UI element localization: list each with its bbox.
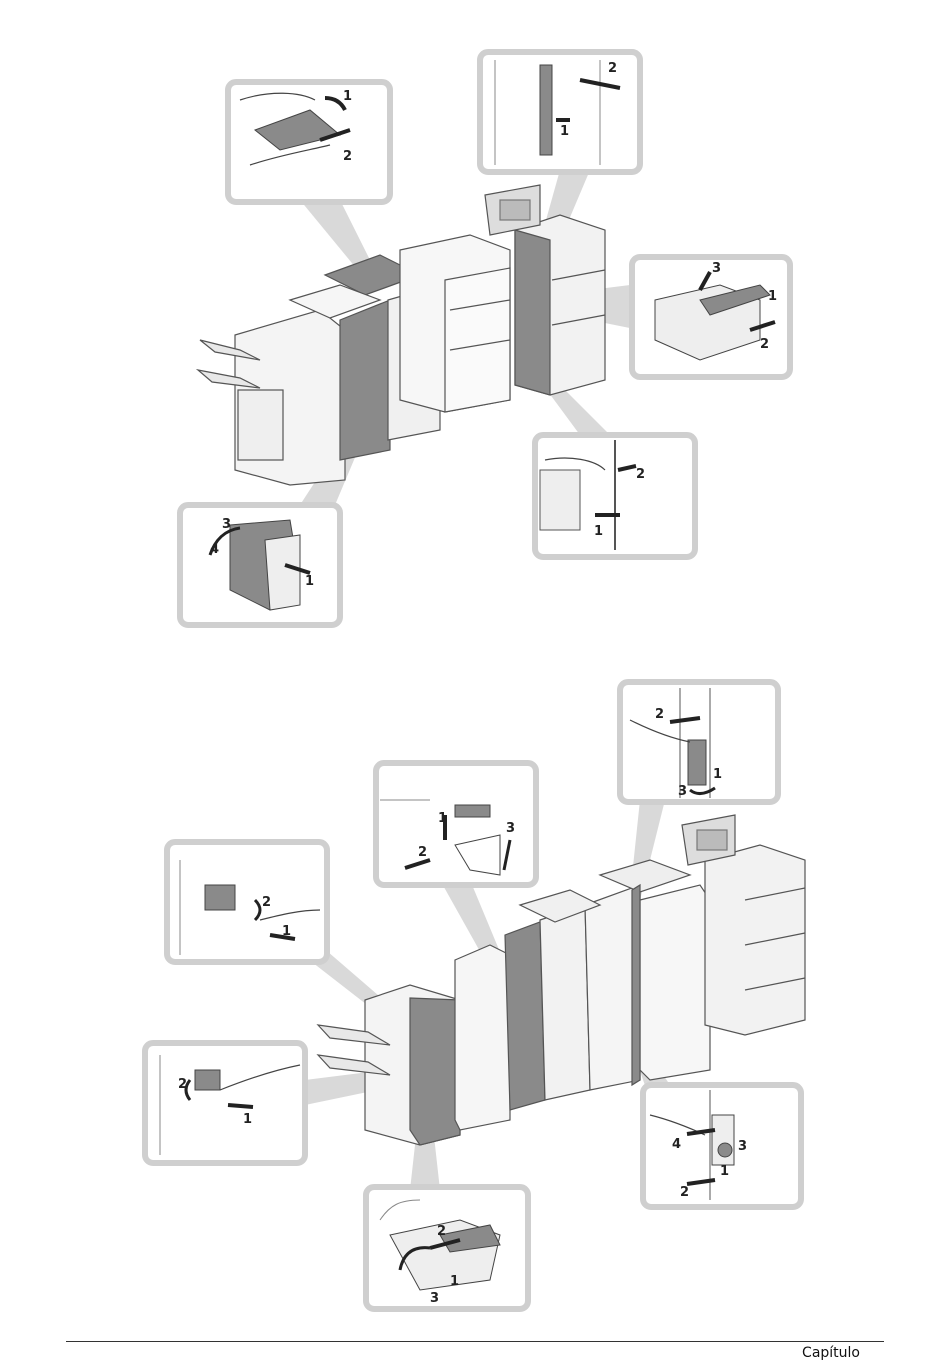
footer-rule — [66, 1341, 884, 1342]
step-number: 1 — [305, 574, 314, 589]
step-number: 2 — [636, 467, 645, 482]
callout-top-inserter-unit: 3 4 1 — [180, 505, 340, 625]
callout-top-front-door-lever: 2 1 — [480, 52, 640, 172]
step-number: 2 — [655, 707, 664, 722]
step-number: 2 — [437, 1224, 446, 1239]
step-number: 1 — [243, 1112, 252, 1127]
step-number: 2 — [608, 61, 617, 76]
step-number: 3 — [222, 517, 231, 532]
callout-bottom-saddle-unit: 2 1 3 — [366, 1187, 528, 1309]
figure-top-machine-illustration: 1 2 2 1 3 1 2 2 1 3 4 — [0, 0, 950, 660]
step-number: 1 — [594, 524, 603, 539]
figure-bottom-machine-illustration: 2 1 3 1 2 3 2 1 2 1 — [0, 660, 950, 1340]
step-number: 2 — [178, 1077, 187, 1092]
step-number: 1 — [282, 924, 291, 939]
callout-top-paper-drawer: 3 1 2 — [632, 257, 790, 377]
callout-bottom-stapler-cartridge: 2 1 — [145, 1043, 305, 1163]
step-number: 3 — [678, 784, 687, 799]
step-number: 1 — [560, 124, 569, 139]
step-number: 1 — [768, 289, 777, 304]
step-number: 3 — [738, 1139, 747, 1154]
step-number: 3 — [430, 1291, 439, 1306]
step-number: 2 — [680, 1185, 689, 1200]
step-number: 2 — [418, 845, 427, 860]
callout-bottom-upper-right-unit: 2 1 3 — [620, 682, 778, 802]
callout-bottom-guide-release: 1 2 3 — [376, 763, 536, 885]
step-number: 3 — [712, 261, 721, 276]
footer-chapter-label: Capítulo — [802, 1345, 860, 1361]
step-number: 1 — [438, 811, 447, 826]
step-number: 4 — [672, 1137, 681, 1152]
step-number: 4 — [210, 542, 219, 557]
step-number: 1 — [713, 767, 722, 782]
callout-bottom-staple-unit: 2 1 — [167, 842, 327, 962]
step-number: 2 — [343, 149, 352, 164]
step-number: 1 — [720, 1164, 729, 1179]
callout-bottom-lower-right-unit: 4 3 1 2 — [643, 1085, 801, 1207]
step-number: 1 — [343, 89, 352, 104]
step-number: 3 — [506, 821, 515, 836]
callout-top-side-door: 2 1 — [535, 435, 695, 557]
callout-top-finisher-cover: 1 2 — [228, 82, 390, 202]
step-number: 2 — [760, 337, 769, 352]
step-number: 2 — [262, 895, 271, 910]
step-number: 1 — [450, 1274, 459, 1289]
